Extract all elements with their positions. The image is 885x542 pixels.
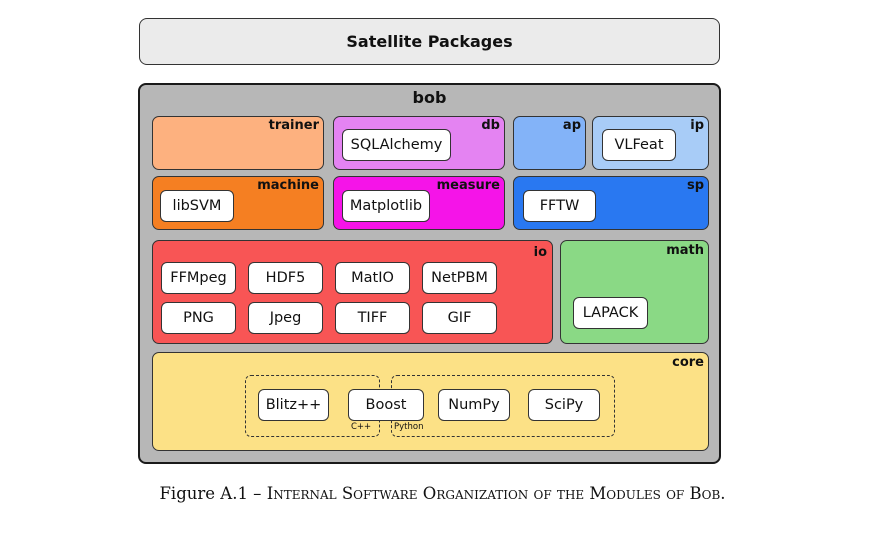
package-netpbm: NetPBM <box>422 262 497 294</box>
module-core: core Blitz++ Boost NumPy SciPy C++ Pytho… <box>152 352 709 451</box>
caption-prefix: Figure A.1 – <box>159 484 267 503</box>
package-libsvm: libSVM <box>160 190 234 222</box>
satellite-packages-title: Satellite Packages <box>346 32 513 51</box>
package-matplotlib: Matplotlib <box>342 190 430 222</box>
package-scipy: SciPy <box>528 389 600 421</box>
module-trainer: trainer <box>152 116 324 170</box>
module-machine: machine libSVM <box>152 176 324 230</box>
module-io: io FFMpeg HDF5 MatIO NetPBM PNG Jpeg TIF… <box>152 240 553 344</box>
package-matio: MatIO <box>335 262 410 294</box>
module-label: ap <box>562 118 581 133</box>
bob-title: bob <box>412 88 447 107</box>
module-ap: ap <box>513 116 586 170</box>
bob-box: bob trainer db SQLAlchemy ap ip VLFeat m… <box>138 83 721 464</box>
module-math: math LAPACK <box>560 240 709 344</box>
python-group-label: Python <box>392 422 426 432</box>
module-label: math <box>666 243 704 258</box>
package-numpy: NumPy <box>438 389 510 421</box>
module-sp: sp FFTW <box>513 176 709 230</box>
package-jpeg: Jpeg <box>248 302 323 334</box>
package-png: PNG <box>161 302 236 334</box>
module-label: measure <box>436 178 500 193</box>
module-label: sp <box>686 178 704 193</box>
package-hdf5: HDF5 <box>248 262 323 294</box>
package-gif: GIF <box>422 302 497 334</box>
module-label: io <box>533 245 547 260</box>
module-ip: ip VLFeat <box>592 116 709 170</box>
package-fftw: FFTW <box>523 190 596 222</box>
module-label: db <box>481 118 500 133</box>
module-measure: measure Matplotlib <box>333 176 505 230</box>
caption-title: Internal Software Organization of the Mo… <box>266 484 726 503</box>
package-sqlalchemy: SQLAlchemy <box>342 129 451 161</box>
package-boost: Boost <box>348 389 424 421</box>
package-tiff: TIFF <box>335 302 410 334</box>
satellite-packages-box: Satellite Packages <box>139 18 720 65</box>
module-label: core <box>672 355 704 370</box>
package-vlfeat: VLFeat <box>602 129 676 161</box>
package-blitz: Blitz++ <box>258 389 329 421</box>
figure-caption: Figure A.1 – Internal Software Organizat… <box>0 484 885 503</box>
package-ffmpeg: FFMpeg <box>161 262 236 294</box>
module-label: ip <box>690 118 704 133</box>
cpp-group-label: C++ <box>349 422 374 432</box>
module-label: trainer <box>268 118 319 133</box>
package-lapack: LAPACK <box>573 297 648 329</box>
module-label: machine <box>257 178 319 193</box>
module-db: db SQLAlchemy <box>333 116 505 170</box>
